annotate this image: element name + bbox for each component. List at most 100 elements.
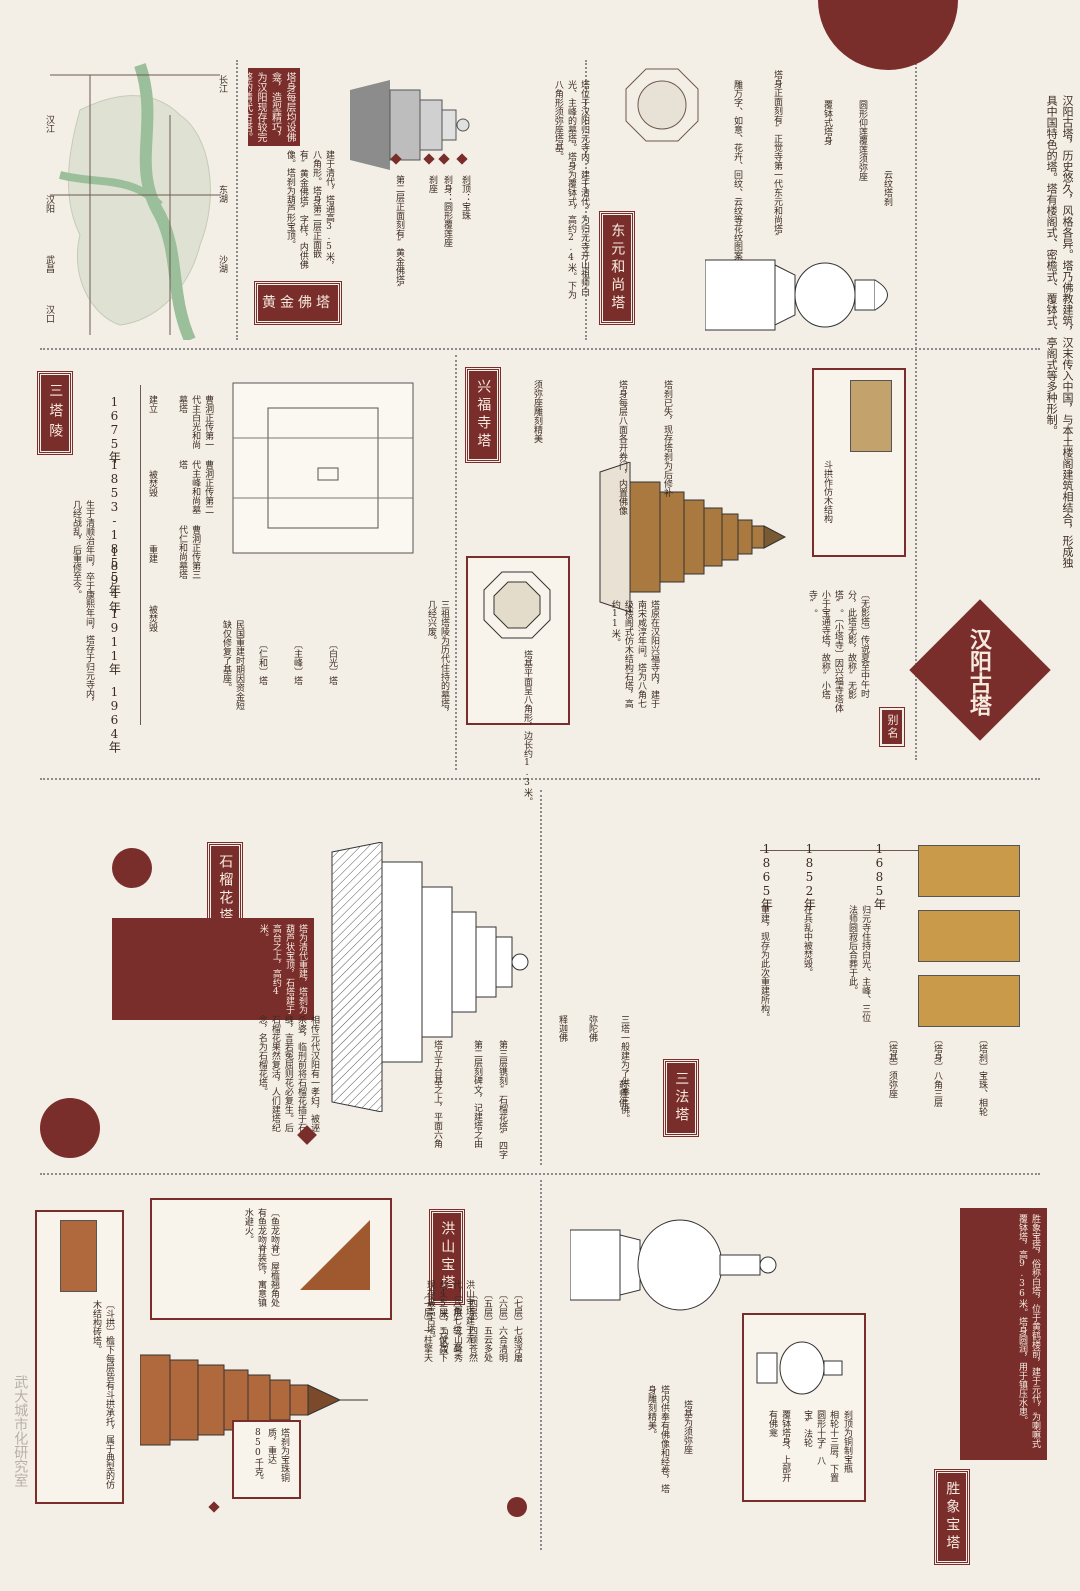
sanfa-face-3: 药师佛	[617, 1080, 628, 1107]
sanfa-event-3: 重建，现存为此次重建所构。	[759, 905, 770, 1022]
corner-circle	[818, 0, 958, 70]
shengxiang-desc: 胜象宝塔，俗称白塔，位于黄鹤楼前，建于元代，为喇嘛式覆钵塔，高9.36米。塔身圆…	[960, 1208, 1047, 1460]
huangjin-label-4: 第二层正面刻有“黄金佛塔”	[394, 175, 405, 294]
hongshan-dougong: 〔斗拱〕檐下每层皆有斗拱承托，属于典型的仿木结构砖塔。	[90, 1300, 114, 1489]
sanzu-event-1: 建立	[147, 395, 158, 413]
dongyuan-pagoda-drawing	[705, 259, 888, 331]
xingfu-label-3: 塔身每层八面各开券门，内置佛像	[617, 380, 628, 515]
sanzu-note-2: 曹洞正传第二代主峰和尚墓塔	[177, 460, 214, 514]
divider-col-3	[915, 60, 917, 760]
divider-col-4	[455, 355, 457, 770]
footer-credit: 武大城市化研究室	[12, 1375, 29, 1487]
hongshan-dougong-sketch	[60, 1220, 97, 1292]
shengxiang-sub-note: 塔内供奉有佛像和经卷，塔身雕刻精美。	[645, 1385, 669, 1493]
shiliu-dark-note: 塔为清代重建，塔刹为葫芦状宝顶，石塔建于高台之上，高约4米。	[112, 918, 314, 1020]
hongshan-pagoda-drawing	[140, 1354, 368, 1446]
dongyuan-label-5: 雕万字、如意、花卉、回纹、云纹等花纹图案	[732, 80, 743, 260]
divider-col-1	[236, 60, 238, 340]
shiliu-circle	[40, 1098, 100, 1158]
hongshan-side-note: 塔刹为宝珠铜质，重达850千克。	[252, 1428, 289, 1485]
xingfu-label-1: 塔刹已失，现存塔刹为后修补	[662, 380, 673, 497]
sanfa-label-3: 〔塔基〕须弥座	[887, 1035, 898, 1098]
hongshan-floor-7: 〔一层〕一柱擎天	[422, 1290, 433, 1362]
sanzu-event-4: 被焚毁	[147, 605, 158, 632]
shengxiang-detail-panel	[742, 1313, 866, 1502]
sanfa-event-1: 归元寺住持白光、主峰、三位法师圆寂后合葬于此。	[847, 905, 871, 1022]
sanfa-year-2: 1852年	[802, 842, 817, 910]
map-place-1: 东湖	[217, 185, 228, 203]
shiliu-label-2: 第二层刻碑文，记建塔之由	[472, 1040, 483, 1148]
xingfu-plan-note: 塔基平面呈八角形，边长约1.3米。	[522, 650, 533, 806]
sanfa-face-2: 弥陀佛	[587, 1015, 598, 1042]
sanzu-pagoda-label-2: 〔主峰〕塔	[292, 640, 303, 685]
xingfu-desc: 塔原在汉阳兴福寺内，建于南宋咸淳年间。塔为八角七级楼阁式仿木结构石塔，高约11米…	[609, 600, 659, 708]
shengxiang-label-1: 刹顶为铜制宝瓶	[842, 1410, 853, 1473]
xingfu-label-4: 须弥座雕刻精美	[532, 380, 543, 443]
dongyuan-plan-drawing	[625, 68, 699, 142]
hanyang-title: 汉阳古塔	[965, 628, 992, 716]
alias-text: 〔无影塔〕传说夏至中午时分，此塔无影，故称“无影塔”。〔小塔寺〕因兴福寺塔体小于…	[806, 590, 869, 713]
sanfa-title: 三法塔	[662, 1059, 700, 1137]
hongshan-floor-2: 〔六层〕六合清明	[497, 1290, 508, 1362]
sanfa-label-2: 〔塔身〕八角三层	[932, 1035, 943, 1107]
sanfa-note: 三塔一般建为了供奉三佛。	[619, 1015, 630, 1123]
sanzu-desc: 生于清顺治年间，卒于康熙年间，塔存于归元寺内，几经战乱，后重修至今。	[70, 500, 94, 707]
xingfu-pagoda-drawing	[599, 462, 787, 612]
dongyuan-label-4: 塔身正面刻有“正觉寺第一代东元和尚塔”	[772, 70, 783, 243]
sanzu-note-1: 曹洞正传第一代主白光和尚墓塔	[177, 395, 214, 449]
hongshan-dragon: 〔鱼龙吻脊〕屋檐翘角处有鱼龙吻脊装饰，寓意镇水避火。	[242, 1208, 279, 1307]
shengxiang-title: 胜象宝塔	[933, 1469, 971, 1565]
huangjin-desc: 建于清代，塔通高3.5米，八角形。塔身第二层正面嵌有“黄金佛塔”字样，内供佛像。…	[284, 150, 334, 270]
sanzu-timeline-axis	[140, 385, 141, 725]
map-panel: 长江 汉江 东湖 沙湖 汉阳 武昌 汉口	[40, 55, 230, 343]
shiliu-label-1: 第三层镌刻“石榴花塔”四字	[497, 1040, 508, 1159]
huangjin-note: 塔身每层均设佛龛，造型精巧，为汉阳现存较完整的清代古塔。	[248, 68, 300, 146]
shiliu-desc: 相传元代汉阳有一孝妇，被诬杀婆，临刑前将石榴花插于石缝，言若冤屈则花必复生。后石…	[256, 1015, 319, 1132]
sanzu-note-3: 曹洞正传第三代仁和尚墓塔	[177, 525, 201, 579]
dongyuan-label-3: 覆钵式塔身	[822, 100, 833, 145]
sanfa-timeline-line	[760, 850, 940, 851]
hongshan-title: 洪山宝塔	[428, 1209, 466, 1305]
sanfa-pagoda-1	[918, 845, 1020, 897]
sanzu-year-5: 1964年	[107, 685, 122, 753]
dongyuan-label-1: 云纹塔刹	[882, 170, 893, 206]
sanfa-pagoda-2	[918, 910, 1020, 962]
sanfa-label-1: 〔塔刹〕宝珠、相轮	[977, 1035, 988, 1116]
sanzu-event-2: 被焚毁	[147, 470, 158, 497]
xingfu-title: 兴福寺塔	[464, 367, 502, 463]
pomegranate-icon	[112, 848, 152, 888]
sanzu-year-3: 1894年	[107, 545, 122, 613]
sanzu-note-5: 民国重建时期因资金短缺仅修复了基座。	[220, 620, 244, 710]
sanzu-title: 三塔陵	[36, 371, 74, 455]
divider-bottom	[40, 1173, 1040, 1175]
shengxiang-detail-drawing	[756, 1341, 843, 1395]
divider-col-2	[585, 60, 587, 340]
sanfa-pagoda-3	[918, 975, 1020, 1027]
sanfa-face-1: 释迦佛	[557, 1015, 568, 1042]
sanfa-year-3: 1865年	[759, 842, 774, 910]
sanzu-subtitle: 三祖塔陵为历代住持的墓塔，几经兴废。	[425, 600, 449, 717]
divider-col-5	[540, 790, 542, 1165]
sanfa-year-1: 1685年	[872, 842, 887, 910]
map-place-4: 武昌	[44, 255, 55, 273]
shengxiang-label-4: 塔基为须弥座	[682, 1400, 693, 1454]
xingfu-dougong-sketch	[850, 380, 892, 452]
huangjin-pagoda-drawing	[350, 80, 470, 170]
huangjin-title: 黄金佛塔	[254, 280, 342, 326]
sanfa-event-2: 在兵乱中被焚毁。	[802, 905, 813, 977]
hongshan-floor-1: 〔七层〕七级浮屠	[512, 1290, 523, 1362]
shiliu-label-3: 塔立于台基之上，平面六角	[432, 1040, 443, 1148]
map-place-2: 沙湖	[217, 255, 228, 273]
divider-col-6	[540, 1180, 542, 1550]
map-river-1: 长江	[217, 75, 228, 93]
hongshan-floor-4: 〔四层〕四顾苍然	[467, 1290, 478, 1362]
huangjin-label-1: 刹顶：宝珠	[460, 175, 471, 220]
map-svg	[50, 63, 220, 343]
shengxiang-label-2: 相轮十三层，下置圆形十字“八宝”法轮	[802, 1410, 839, 1482]
huangjin-label-3: 刹座	[427, 175, 438, 193]
shiliu-pagoda-drawing	[331, 842, 529, 1112]
sanzu-year-4: 1911年	[107, 607, 122, 675]
dongyuan-desc: 塔位于汉阳归元寺内，建于清代，为归元寺开山祖师白光、主峰的墓塔。塔身为覆钵式，高…	[552, 80, 589, 299]
sanzu-event-3: 重建	[147, 545, 158, 563]
